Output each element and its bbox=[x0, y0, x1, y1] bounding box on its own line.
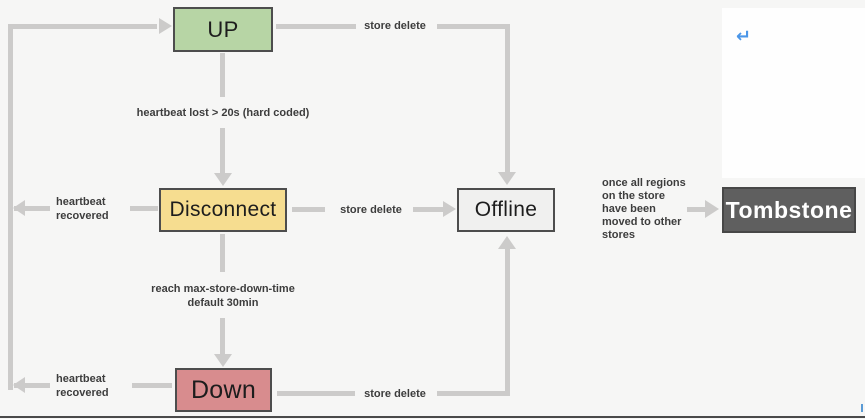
edge-disconnect-recover-left-seg bbox=[14, 206, 50, 211]
page-white-area bbox=[722, 8, 865, 178]
edge-offline-to-tombstone-seg bbox=[687, 207, 706, 212]
edge-up-storedelete-seg1 bbox=[276, 24, 356, 29]
label-tombstone-condition: once all regions on the store have been … bbox=[602, 177, 686, 241]
arrowhead-into-up-icon bbox=[159, 18, 172, 34]
label-heartbeat-lost: heartbeat lost > 20s (hard coded) bbox=[136, 107, 310, 119]
arrowhead-recover-disconnect-icon bbox=[13, 200, 25, 216]
edge-disconnect-storedelete-seg2 bbox=[413, 207, 444, 212]
state-disconnect: Disconnect bbox=[159, 188, 287, 232]
state-offline: Offline bbox=[457, 188, 555, 232]
cursor-speck-icon bbox=[861, 404, 863, 412]
label-store-delete-disconnect: store delete bbox=[340, 204, 402, 216]
edge-disconnect-to-down-seg1 bbox=[220, 234, 225, 272]
arrowhead-into-down-icon bbox=[214, 354, 232, 367]
arrowhead-into-offline-bottom-icon bbox=[498, 236, 516, 249]
arrowhead-into-offline-left-icon bbox=[443, 201, 456, 217]
state-down: Down bbox=[175, 368, 272, 412]
arrowhead-into-disconnect-icon bbox=[214, 173, 232, 186]
label-heartbeat-recovered-disconnect: heartbeat recovered bbox=[56, 196, 109, 222]
state-tombstone: Tombstone bbox=[722, 187, 856, 233]
state-offline-label: Offline bbox=[474, 198, 538, 221]
line-break-mark-icon: ↵ bbox=[736, 26, 752, 46]
label-heartbeat-recovered-down: heartbeat recovered bbox=[56, 373, 109, 399]
edge-disconnect-to-down-seg2 bbox=[220, 318, 225, 355]
arrowhead-into-tombstone-icon bbox=[705, 200, 719, 218]
edge-disconnect-recover-right-seg bbox=[130, 206, 158, 211]
edge-down-storedelete-seg2 bbox=[437, 391, 510, 396]
edge-storedelete-up-vertical bbox=[505, 248, 510, 396]
edge-storedelete-down-vertical bbox=[505, 24, 510, 173]
edge-left-loop-top-horizontal bbox=[8, 24, 157, 29]
state-down-label: Down bbox=[190, 375, 257, 404]
bottom-border-rule bbox=[0, 416, 865, 418]
state-up: UP bbox=[173, 7, 273, 52]
edge-up-to-disconnect-seg1 bbox=[220, 53, 225, 97]
edge-left-loop-vertical bbox=[8, 24, 13, 390]
edge-down-recover-left-seg bbox=[14, 383, 50, 388]
state-disconnect-label: Disconnect bbox=[169, 198, 277, 221]
edge-down-recover-right-seg bbox=[132, 383, 172, 388]
edge-down-storedelete-seg1 bbox=[277, 391, 355, 396]
edge-disconnect-storedelete-seg1 bbox=[292, 207, 325, 212]
arrowhead-recover-down-icon bbox=[13, 377, 25, 393]
label-reach-max-store-down-time: reach max-store-down-time default 30min bbox=[151, 283, 295, 309]
label-store-delete-up: store delete bbox=[364, 20, 426, 32]
state-up-label: UP bbox=[207, 16, 239, 42]
label-store-delete-down: store delete bbox=[364, 388, 426, 400]
edge-up-to-disconnect-seg2 bbox=[220, 128, 225, 174]
state-tombstone-label: Tombstone bbox=[725, 196, 853, 223]
edge-up-storedelete-seg2 bbox=[437, 24, 510, 29]
arrowhead-into-offline-top-icon bbox=[498, 172, 516, 185]
